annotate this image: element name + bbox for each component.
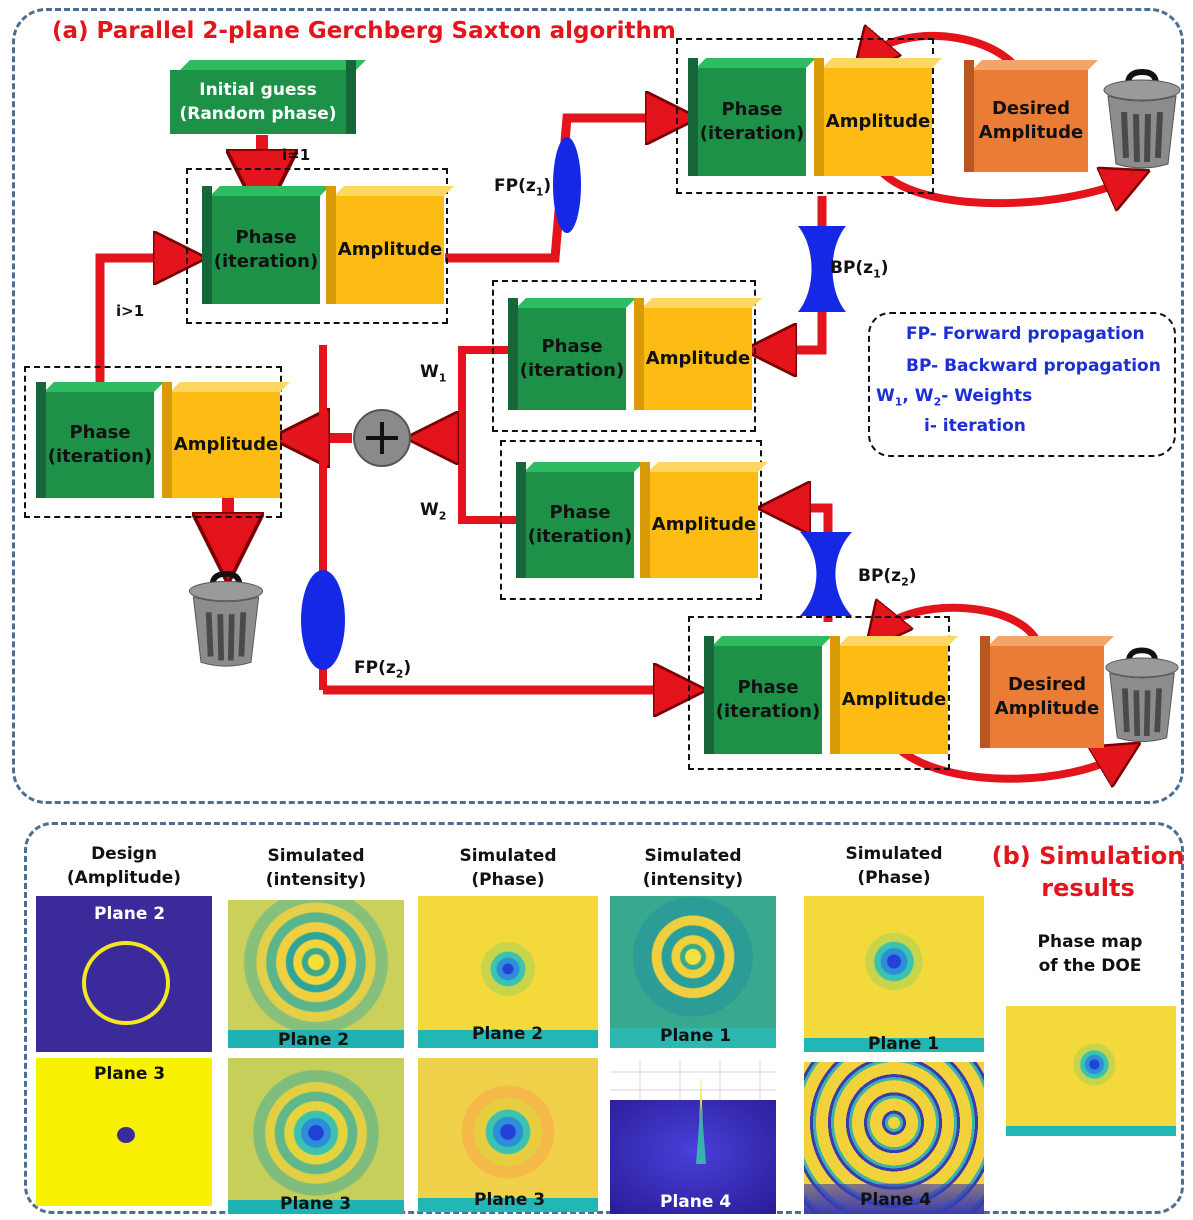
desired-amplitude-block-top: Desired Amplitude bbox=[964, 60, 1098, 172]
arrow-discard-bottom-curve bbox=[897, 750, 1120, 779]
label-bp-z2: BP(z2) bbox=[858, 566, 917, 589]
sim-phase-plane-4-image: Plane 4 bbox=[804, 1062, 984, 1214]
amplitude-label-w2: Amplitude bbox=[650, 472, 758, 578]
lens-fp-z2 bbox=[301, 570, 345, 670]
sim-phase-plane-2-image: Plane 2 bbox=[418, 896, 598, 1048]
group-box-w1 bbox=[492, 280, 756, 432]
sim-intensity-plane-2-image: Plane 2 bbox=[228, 900, 404, 1048]
plane-label: Plane 3 bbox=[94, 1064, 166, 1084]
phase-block-bottom-right: Phase (iteration) bbox=[704, 636, 832, 754]
legend-fp: FP- Forward propagation bbox=[906, 324, 1145, 344]
group-box-w2 bbox=[500, 440, 762, 600]
phase-block-1: Phase (iteration) bbox=[202, 186, 330, 304]
panel-b-title: (b) Simulation results bbox=[991, 842, 1185, 902]
phase-label-bottom-right: Phase (iteration) bbox=[714, 646, 822, 754]
sim-intensity-plane-1-image: Plane 1 bbox=[610, 896, 776, 1048]
plane-label: Plane 3 bbox=[474, 1190, 546, 1210]
plane-label: Plane 2 bbox=[94, 904, 166, 924]
connector-w2 bbox=[458, 438, 516, 524]
legend-iteration: i- iteration bbox=[924, 416, 1026, 436]
lens-bp-z2 bbox=[800, 532, 852, 616]
amplitude-label-bottom-right: Amplitude bbox=[840, 646, 948, 754]
arrow-discard-top-curve bbox=[877, 170, 1128, 203]
legend-weights: W1, W2- Weights bbox=[876, 386, 1033, 409]
label-w2: W2 bbox=[420, 500, 447, 523]
amplitude-block-w1: Amplitude bbox=[634, 298, 762, 410]
design-plane-2-image: Plane 2 bbox=[36, 896, 212, 1052]
sum-plus-icon bbox=[366, 422, 398, 454]
amplitude-block-1: Amplitude bbox=[326, 186, 454, 304]
label-bp-z1: BP(z1) bbox=[830, 258, 889, 281]
column-title-sim-intensity-1: Simulated (intensity) bbox=[265, 846, 367, 890]
group-box-left bbox=[24, 366, 282, 518]
plane-label: Plane 4 bbox=[660, 1192, 732, 1212]
arrow-desired-bottom-curve bbox=[880, 608, 1044, 650]
plane-label: Plane 2 bbox=[278, 1030, 350, 1048]
plane-label: Plane 2 bbox=[472, 1024, 544, 1044]
phase-label-w1: Phase (iteration) bbox=[518, 308, 626, 410]
desired-amplitude-block-bottom: Desired Amplitude bbox=[980, 636, 1114, 748]
column-title-sim-phase-1: Simulated (Phase) bbox=[459, 846, 557, 890]
initial-guess-block: Initial guess (Random phase) bbox=[170, 60, 366, 134]
phase-block-left: Phase (iteration) bbox=[36, 382, 164, 498]
amplitude-label-top-right: Amplitude bbox=[824, 68, 932, 176]
desired-amplitude-label-top: Desired Amplitude bbox=[974, 70, 1088, 172]
connector-w1 bbox=[458, 346, 516, 438]
amplitude-block-bottom-right: Amplitude bbox=[830, 636, 958, 754]
amplitude-label-1: Amplitude bbox=[336, 196, 444, 304]
label-i-gt-1: i>1 bbox=[116, 302, 145, 320]
trash-icon bbox=[1105, 647, 1179, 743]
phase-block-w1: Phase (iteration) bbox=[508, 298, 636, 410]
column-title-design: Design (Amplitude) bbox=[66, 844, 182, 888]
group-box-top-right bbox=[676, 38, 934, 194]
amplitude-label-w1: Amplitude bbox=[644, 308, 752, 410]
plane-label: Plane 3 bbox=[280, 1194, 352, 1214]
plane-label: Plane 1 bbox=[868, 1034, 940, 1052]
phase-label-top-right: Phase (iteration) bbox=[698, 68, 806, 176]
plane-label: Plane 1 bbox=[660, 1026, 732, 1046]
panel-b-frame bbox=[24, 822, 1184, 1214]
label-fp-z2: FP(z2) bbox=[354, 658, 412, 681]
phase-label-left: Phase (iteration) bbox=[46, 392, 154, 498]
panel-a-frame bbox=[12, 8, 1184, 804]
column-title-sim-intensity-2: Simulated (intensity) bbox=[642, 846, 744, 890]
doe-phase-map-image bbox=[1006, 1006, 1176, 1136]
amplitude-label-left: Amplitude bbox=[172, 392, 280, 498]
group-box-bottom-right bbox=[688, 616, 950, 770]
group-box-1 bbox=[186, 168, 448, 324]
phase-label-w2: Phase (iteration) bbox=[526, 472, 634, 578]
amplitude-block-top-right: Amplitude bbox=[814, 58, 942, 176]
trash-icon bbox=[1103, 68, 1181, 169]
amplitude-block-w2: Amplitude bbox=[640, 462, 768, 578]
sim-phase-plane-1-image: Plane 1 bbox=[804, 896, 984, 1052]
sim-phase-plane-3-image: Plane 3 bbox=[418, 1058, 598, 1212]
phase-map-title: Phase map of the DOE bbox=[1037, 932, 1143, 976]
design-plane-3-image: Plane 3 bbox=[36, 1058, 212, 1206]
initial-guess-label: Initial guess (Random phase) bbox=[170, 70, 346, 134]
plane-label: Plane 4 bbox=[860, 1190, 932, 1210]
amplitude-block-left: Amplitude bbox=[162, 382, 290, 498]
label-w1: W1 bbox=[420, 362, 447, 385]
sim-intensity-plane-3-image: Plane 3 bbox=[228, 1058, 404, 1214]
phase-block-top-right: Phase (iteration) bbox=[688, 58, 816, 176]
sim-intensity-plane-4-image: Plane 4 bbox=[610, 1060, 776, 1214]
panel-a-title: (a) Parallel 2-plane Gerchberg Saxton al… bbox=[52, 18, 676, 44]
label-fp-z1: FP(z1) bbox=[494, 176, 552, 199]
arrow-i-gt-1 bbox=[95, 258, 180, 390]
lens-bp-z1 bbox=[798, 226, 846, 312]
label-i-equals-1: i=1 bbox=[282, 146, 311, 164]
lens-fp-z1 bbox=[553, 137, 581, 233]
legend-box: FP- Forward propagation BP- Backward pro… bbox=[868, 312, 1176, 457]
diagram-connectors bbox=[95, 0, 1193, 810]
column-title-sim-phase-2: Simulated (Phase) bbox=[845, 844, 943, 888]
desired-amplitude-label-bottom: Desired Amplitude bbox=[990, 646, 1104, 748]
legend-bp: BP- Backward propagation bbox=[906, 356, 1161, 376]
phase-label-1: Phase (iteration) bbox=[212, 196, 320, 304]
trash-icon bbox=[188, 570, 264, 667]
phase-block-w2: Phase (iteration) bbox=[516, 462, 644, 578]
